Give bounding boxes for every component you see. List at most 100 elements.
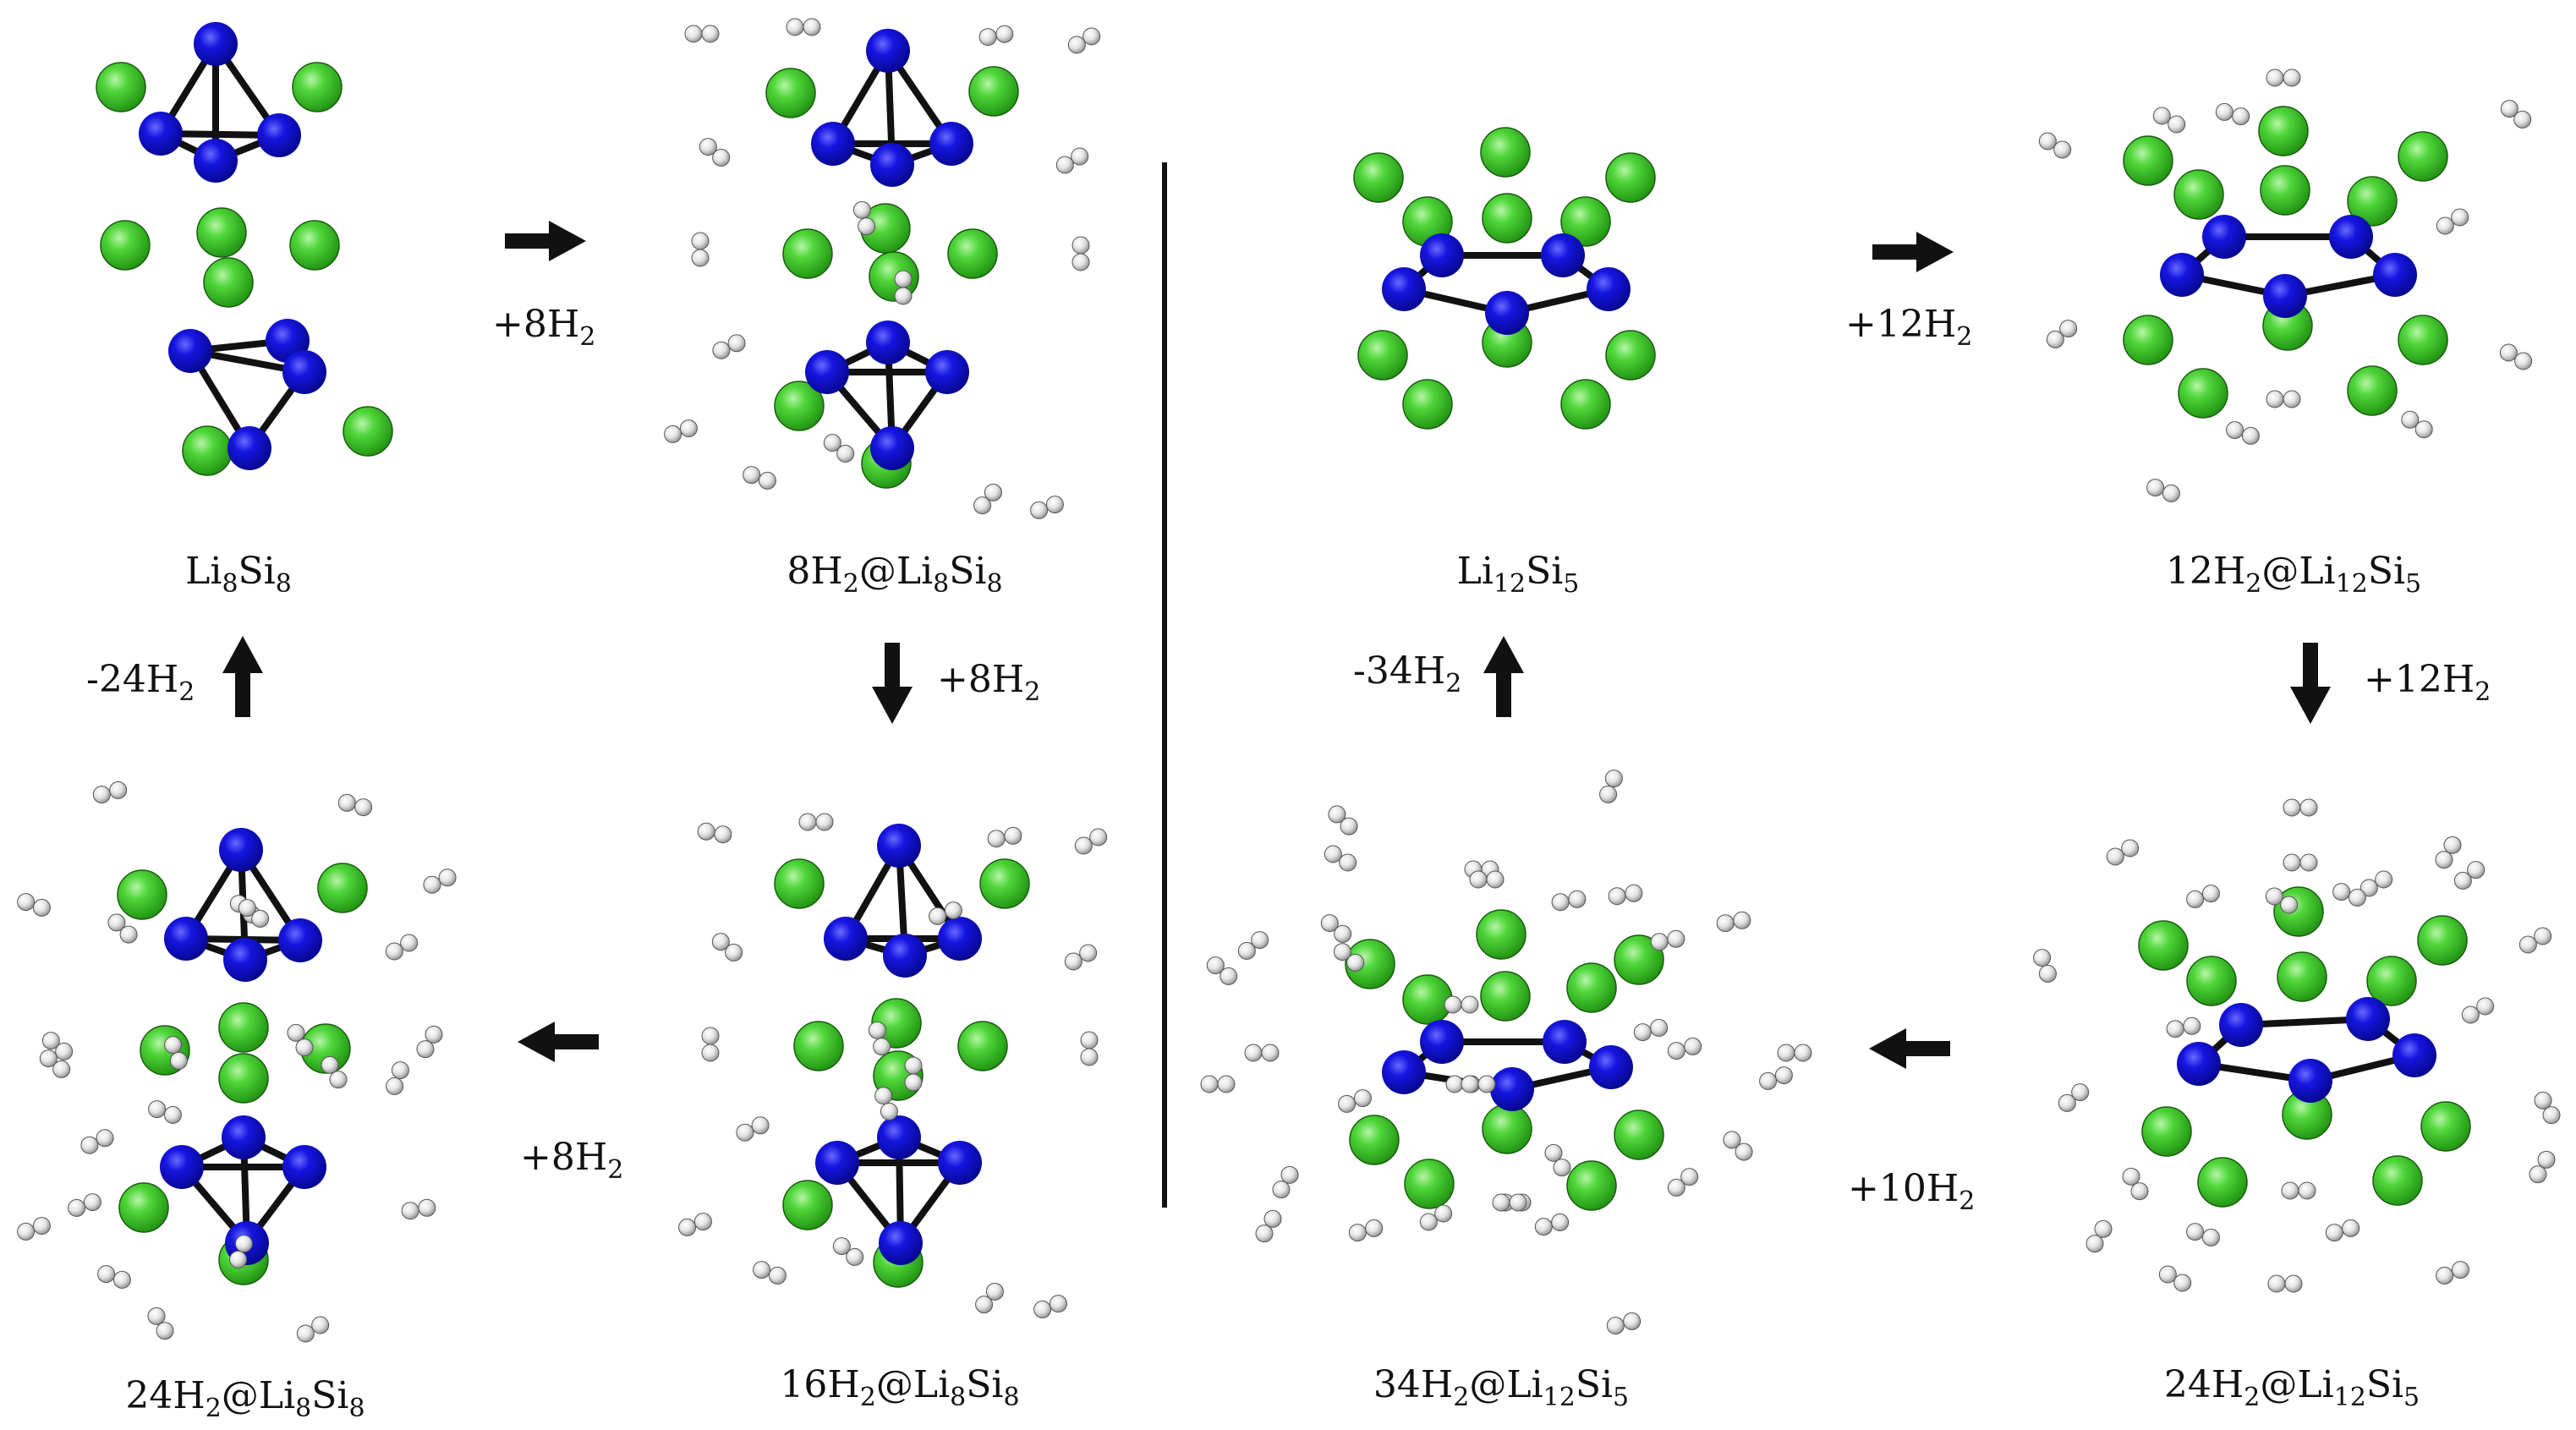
h-atom [684, 25, 703, 43]
h-atom [2534, 927, 2552, 945]
h-atom [873, 1038, 891, 1056]
h-atom [768, 1266, 787, 1285]
h-atom [929, 907, 947, 925]
h-atom [32, 1217, 51, 1235]
h-atom [751, 1116, 770, 1135]
h2-molecule [2500, 100, 2532, 129]
h2-molecule [337, 793, 373, 817]
h-atom [904, 1073, 923, 1092]
h-atom [699, 138, 717, 156]
h-atom [2106, 847, 2124, 866]
h2-molecules [664, 18, 1101, 519]
h-atom [2325, 1224, 2343, 1242]
h2-molecule [973, 483, 1002, 515]
molecule-16h2-li8si8 [678, 813, 1108, 1318]
h-atom [1716, 914, 1735, 933]
h2-molecule [1716, 911, 1751, 933]
h-atom [868, 1021, 886, 1039]
h2-molecule [2186, 885, 2220, 908]
h2-molecule [1650, 929, 1685, 951]
h-atom [2152, 107, 2171, 125]
h2-molecule [2226, 421, 2260, 445]
h2-molecules [1200, 770, 1812, 1335]
h2-molecule [929, 901, 962, 925]
h2-molecule [711, 933, 743, 962]
h-atom [1469, 870, 1488, 889]
li-atoms [96, 62, 393, 476]
step-label-add8-second: +8H2 [937, 658, 1040, 707]
h2-molecule [823, 434, 855, 463]
h2-molecule [712, 334, 746, 359]
h-atom [1604, 770, 1623, 788]
h-atom [2401, 410, 2420, 429]
h-atom [2168, 115, 2186, 134]
h2-molecule [423, 868, 457, 894]
h-atom [52, 1060, 71, 1078]
h-atom [985, 1282, 1004, 1301]
h2-molecule [1080, 1031, 1099, 1066]
h2-molecule [786, 18, 821, 36]
h2-molecule [39, 1049, 71, 1078]
h2-molecule [2158, 1265, 2192, 1292]
h2-molecule [1206, 956, 1238, 985]
h-atom [1568, 890, 1587, 908]
h-atom [2241, 426, 2260, 445]
h-atom [697, 822, 715, 841]
h-atom [2122, 1167, 2140, 1186]
h2-molecule [2360, 870, 2393, 897]
h-atom [691, 249, 710, 267]
h-atom [714, 825, 732, 844]
h-atom [238, 899, 256, 918]
h-atom [1445, 1075, 1464, 1093]
h-atom [2071, 1083, 2090, 1102]
h-atom [2499, 343, 2518, 362]
h-atom [2046, 330, 2064, 348]
h2-molecules [17, 781, 457, 1343]
h2-molecule [975, 1282, 1004, 1314]
h-atom [2094, 1219, 2113, 1238]
h-atom [1794, 1044, 1812, 1062]
h-atom [984, 483, 1002, 501]
si-atoms [2177, 997, 2436, 1103]
h2-molecules [678, 813, 1108, 1318]
h-atom [1328, 805, 1346, 824]
molecule-li8si8 [96, 22, 393, 476]
h-atom [2443, 836, 2462, 854]
h-atom [846, 1247, 864, 1266]
h2-molecule [753, 1261, 787, 1285]
h2-molecule [1759, 1066, 1793, 1090]
h-atom [1272, 1181, 1291, 1199]
h2-molecule [2122, 1167, 2149, 1201]
h-atom [798, 813, 817, 831]
h-atom [1080, 1048, 1099, 1066]
h-atom [2513, 110, 2532, 129]
h2-molecule [894, 270, 913, 305]
h2-molecule [1777, 1044, 1812, 1062]
h-atom [987, 830, 1006, 848]
h-atom [1606, 1317, 1625, 1335]
h-atom [2529, 1165, 2547, 1184]
h-atom [148, 1100, 167, 1119]
h-atom [701, 1027, 720, 1045]
h-atom [2162, 484, 2180, 502]
h2-molecule [2215, 102, 2250, 126]
h-atom [1444, 995, 1462, 1014]
molecule-24h2-li12si5 [2033, 798, 2561, 1293]
h2-molecule [97, 1265, 131, 1289]
h-atom [2542, 1106, 2561, 1125]
arrow-right-add12-first [1872, 232, 1954, 272]
structure-label-li12si5: Li12Si5 [1457, 550, 1580, 599]
h-atom [1219, 967, 1238, 985]
h-atom [701, 25, 720, 43]
h-atom [2436, 1266, 2454, 1285]
h2-molecule [147, 1307, 174, 1340]
h-atom [2183, 1016, 2201, 1035]
step-label-add8-first: +8H2 [492, 303, 595, 352]
h-atom [96, 1129, 114, 1148]
h2-molecule [1333, 943, 1365, 972]
h2-molecule [2265, 887, 2299, 914]
h-atom [2038, 964, 2057, 983]
step-label-add12-first: +12H2 [1845, 303, 1972, 352]
h2-molecule [92, 781, 128, 804]
h2-molecule [2436, 208, 2469, 235]
